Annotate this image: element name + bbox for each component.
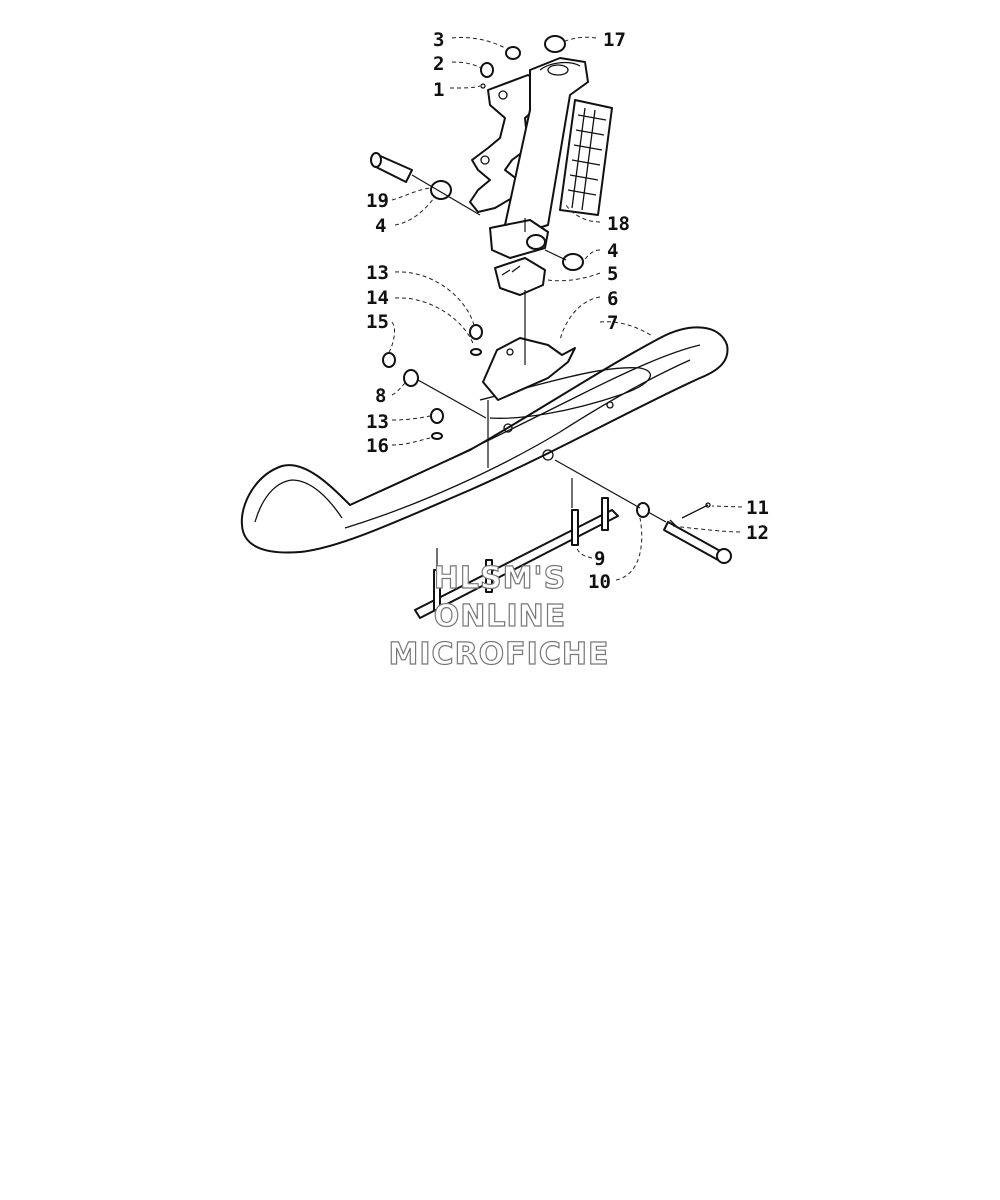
callout-18: 18: [607, 213, 630, 235]
callout-11: 11: [746, 497, 769, 519]
spindle-bushing-housing: [489, 219, 549, 259]
hardware: [382, 35, 650, 518]
callout-labels: 3 2 1 17 19 4 18 4 5 13 14 6 15 7 8 13 1…: [366, 29, 769, 593]
callout-15: 15: [366, 311, 389, 333]
decal: [559, 99, 613, 216]
watermark-line-3: MICROFICHE: [389, 637, 610, 672]
callout-4-left: 4: [375, 215, 386, 237]
callout-5: 5: [607, 263, 618, 285]
leader-lines: [387, 36, 743, 581]
callout-1: 1: [433, 79, 444, 101]
cotter-pin-11: [681, 502, 711, 519]
callout-12: 12: [746, 522, 769, 544]
callout-9: 9: [594, 548, 605, 570]
pivot-tube-19: [370, 152, 413, 183]
callout-2: 2: [433, 53, 444, 75]
callout-13-upper: 13: [366, 262, 389, 284]
bushing-4-right: [562, 253, 584, 271]
callout-4-right: 4: [607, 240, 618, 262]
watermark: HLSM'S ONLINE MICROFICHE: [388, 560, 610, 672]
ski-pin-12: [663, 519, 732, 564]
callout-13-lower: 13: [366, 411, 389, 433]
watermark-line-2: ONLINE: [434, 599, 567, 634]
wear-bar-9: [414, 497, 619, 619]
callout-17: 17: [603, 29, 626, 51]
callout-3: 3: [433, 29, 444, 51]
callout-14: 14: [366, 287, 389, 309]
callout-16: 16: [366, 435, 389, 457]
callout-6: 6: [607, 288, 618, 310]
callout-7: 7: [607, 312, 618, 334]
spindle: [469, 57, 589, 241]
ski-bumper-5: [494, 257, 546, 296]
callout-8: 8: [375, 385, 386, 407]
watermark-line-1: HLSM'S: [434, 561, 566, 596]
callout-10: 10: [588, 571, 611, 593]
ski: [240, 326, 729, 554]
callout-19: 19: [366, 190, 389, 212]
ski-saddle-6: [482, 337, 576, 401]
assembly-axis-lines: [411, 174, 667, 570]
